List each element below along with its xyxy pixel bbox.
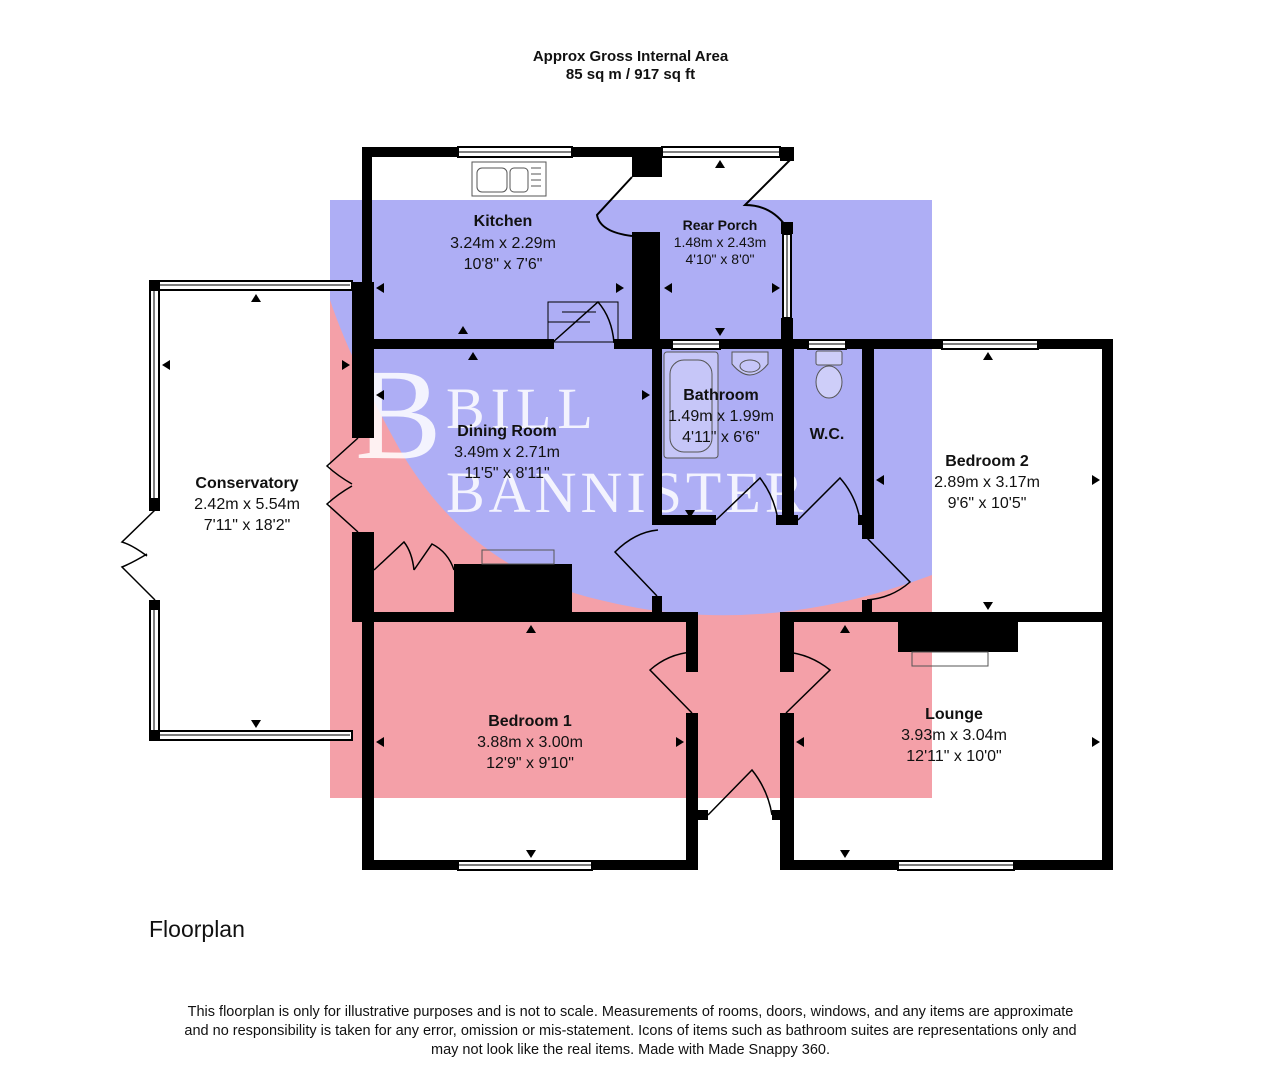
bath xyxy=(663,351,719,459)
room-imperial: 12'9" x 9'10" xyxy=(486,755,574,772)
room-name: Conservatory xyxy=(195,475,298,492)
stairs xyxy=(547,301,619,343)
dimension-arrows xyxy=(162,160,1100,858)
room-metric: 3.93m x 3.04m xyxy=(901,727,1007,744)
dining-hearth xyxy=(481,549,555,565)
room-metric: 1.49m x 1.99m xyxy=(668,408,774,425)
room-imperial: 12'11" x 10'0" xyxy=(906,748,1001,765)
room-metric: 3.88m x 3.00m xyxy=(477,734,583,751)
chimney-block xyxy=(632,147,662,177)
watermark-word-1: BILL xyxy=(446,376,599,441)
disclaimer-line: may not look like the real items. Made w… xyxy=(431,1042,830,1058)
area-header: Approx Gross Internal Area 85 sq m / 917… xyxy=(0,48,1261,84)
room-name: Bedroom 1 xyxy=(488,713,572,730)
room-bathroom: Bathroom 1.49m x 1.99m 4'11" x 6'6" xyxy=(668,387,774,446)
disclaimer-line: This floorplan is only for illustrative … xyxy=(187,1004,1074,1020)
conservatory-door xyxy=(120,509,156,601)
lounge-hearth xyxy=(911,651,989,667)
room-kitchen: Kitchen 3.24m x 2.29m 10'8" x 7'6" xyxy=(450,213,556,273)
watermark-blue-area xyxy=(330,200,932,616)
room-metric: 2.89m x 3.17m xyxy=(934,474,1040,491)
window-glazing-lines xyxy=(458,151,1038,866)
room-wc: W.C. xyxy=(810,426,845,443)
room-name: Dining Room xyxy=(457,423,557,440)
room-name: Lounge xyxy=(925,706,983,723)
kitchen-sink xyxy=(471,161,547,197)
room-conservatory: Conservatory 2.42m x 5.54m 7'11" x 18'2" xyxy=(194,475,300,534)
room-imperial: 4'11" x 6'6" xyxy=(682,429,760,446)
room-lounge: Lounge 3.93m x 3.04m 12'11" x 10'0" xyxy=(901,706,1007,765)
porch-doors xyxy=(595,159,791,237)
wc-toilet xyxy=(815,350,843,399)
room-bedroom-1: Bedroom 1 3.88m x 3.00m 12'9" x 9'10" xyxy=(477,713,583,772)
room-imperial: 10'8" x 7'6" xyxy=(464,256,543,273)
room-bedroom-2: Bedroom 2 2.89m x 3.17m 9'6" x 10'5" xyxy=(934,453,1040,512)
walls xyxy=(352,147,1113,870)
room-name: W.C. xyxy=(810,426,845,443)
floorplan-caption: Floorplan xyxy=(149,916,245,942)
doors xyxy=(325,300,912,816)
room-imperial: 4'10" x 8'0" xyxy=(686,251,755,267)
lounge-fireplace xyxy=(898,612,1018,652)
fixtures xyxy=(471,161,989,667)
room-rear-porch: Rear Porch 1.48m x 2.43m 4'10" x 8'0" xyxy=(674,217,767,267)
room-metric: 3.24m x 2.29m xyxy=(450,235,556,252)
disclaimer-line: and no responsibility is taken for any e… xyxy=(184,1023,1077,1039)
room-name: Bedroom 2 xyxy=(945,453,1029,470)
room-metric: 2.42m x 5.54m xyxy=(194,496,300,513)
room-imperial: 7'11" x 18'2" xyxy=(204,517,291,534)
room-imperial: 9'6" x 10'5" xyxy=(948,495,1027,512)
room-name: Bathroom xyxy=(683,387,759,404)
area-title: Approx Gross Internal Area xyxy=(532,48,729,65)
disclaimer: This floorplan is only for illustrative … xyxy=(150,1003,1111,1060)
room-name: Rear Porch xyxy=(683,217,758,233)
bathroom-basin xyxy=(731,351,769,376)
room-metric: 1.48m x 2.43m xyxy=(674,234,767,250)
area-value: 85 sq m / 917 sq ft xyxy=(565,66,696,83)
room-metric: 3.49m x 2.71m xyxy=(454,444,560,461)
conservatory-posts xyxy=(149,280,160,741)
room-dining: Dining Room 3.49m x 2.71m 11'5" x 8'11" xyxy=(454,423,560,482)
watermark-background: B BILL BANNISTER xyxy=(330,200,932,798)
room-name: Kitchen xyxy=(474,213,533,230)
room-imperial: 11'5" x 8'11" xyxy=(464,465,549,482)
